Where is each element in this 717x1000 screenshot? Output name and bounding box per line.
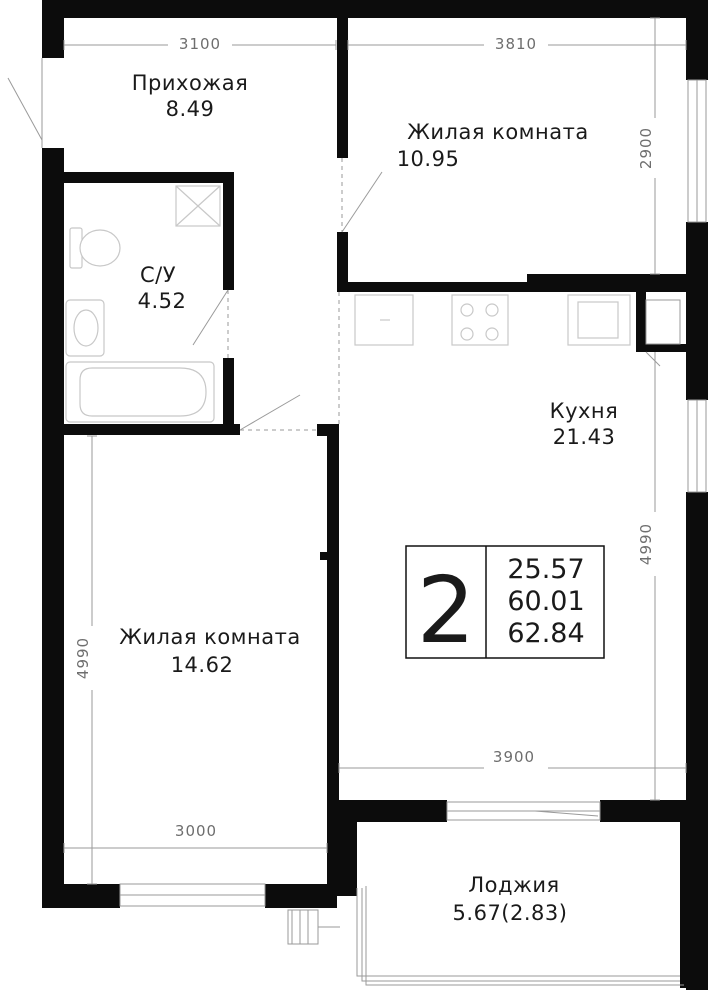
dim-hall-width: 3100 (179, 35, 221, 53)
walls (42, 0, 708, 990)
room-name-bathroom: С/У (140, 263, 176, 287)
living-area-value: 25.57 (507, 554, 584, 585)
room-labels: Прихожая 8.49 Жилая комната 10.95 С/У 4.… (119, 71, 618, 925)
dim-kitchen-width: 3900 (493, 748, 535, 766)
total-with-loggia-value: 62.84 (507, 618, 584, 649)
rooms-count: 2 (417, 557, 476, 664)
dim-top-room-height: 2900 (637, 127, 655, 169)
room-area-kitchen: 21.43 (553, 425, 616, 449)
fixtures (65, 185, 631, 423)
bathtub (65, 361, 215, 423)
dimension-lines (63, 17, 687, 885)
dim-top-room-width: 3810 (495, 35, 537, 53)
room-name-living-top: Жилая комната (407, 120, 588, 144)
doors (7, 58, 661, 817)
room-area-loggia: 5.67(2.83) (453, 901, 568, 925)
room-name-living-left: Жилая комната (119, 625, 300, 649)
area-badge: 2 25.57 60.01 62.84 (405, 545, 605, 664)
dim-left-room-width: 3000 (175, 822, 217, 840)
kitchen-counter (354, 294, 631, 346)
room-name-hallway: Прихожая (132, 71, 248, 95)
dimension-labels: 3100 3810 2900 4990 3900 4990 3000 (74, 30, 669, 844)
room-area-hallway: 8.49 (166, 97, 215, 121)
toilet (69, 227, 121, 269)
room-name-kitchen: Кухня (550, 399, 619, 423)
washbasin (65, 299, 105, 357)
room-name-loggia: Лоджия (468, 873, 559, 897)
dim-kitchen-height: 4990 (637, 523, 655, 565)
room-area-living-left: 14.62 (171, 653, 234, 677)
room-area-bathroom: 4.52 (138, 289, 187, 313)
dim-left-room-height: 4990 (74, 637, 92, 679)
total-area-value: 60.01 (507, 586, 584, 617)
room-area-living-top: 10.95 (397, 147, 460, 171)
